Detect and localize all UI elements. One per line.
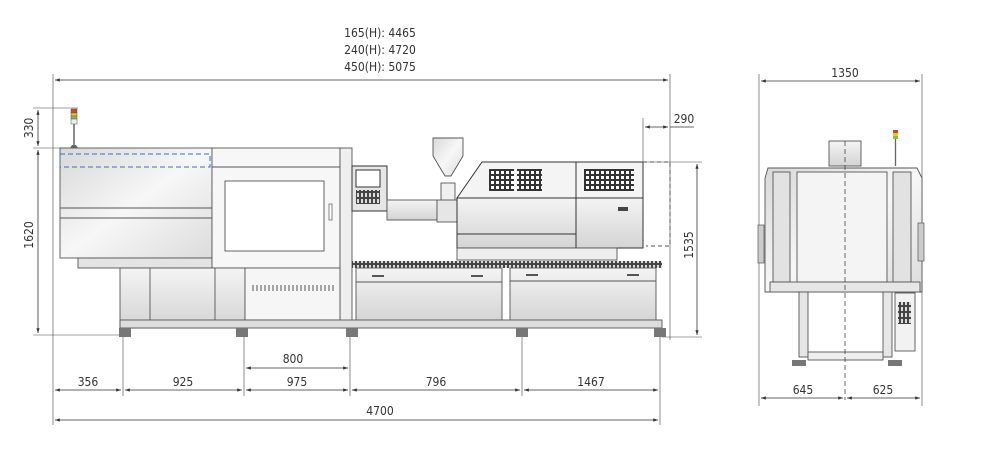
side-left-half-label: 645 xyxy=(793,383,814,397)
injection-overhang-label: 290 xyxy=(674,112,695,126)
segment-4-label: 796 xyxy=(426,375,447,389)
injection-height-label: 1535 xyxy=(682,231,696,258)
note-240h: 240(H): 4720 xyxy=(344,43,416,57)
note-165h: 165(H): 4465 xyxy=(344,26,416,40)
side-width-label: 1350 xyxy=(831,66,859,80)
beacon-height-label: 330 xyxy=(22,118,36,139)
side-right-half-label: 625 xyxy=(873,383,894,397)
side-signal-beacon-icon xyxy=(893,130,898,166)
segment-2-label: 925 xyxy=(173,375,194,389)
segment-3-label: 975 xyxy=(287,375,308,389)
note-450h: 450(H): 5075 xyxy=(344,60,416,74)
front-view-machine xyxy=(59,108,671,337)
front-dimensions: 330 1620 290 1535 800 356 925 975 796 14… xyxy=(22,74,702,425)
segment-1-label: 356 xyxy=(78,375,99,389)
machine-height-label: 1620 xyxy=(22,221,36,249)
segment-5-label: 1467 xyxy=(577,375,604,389)
nozzle-span-label: 800 xyxy=(283,352,304,366)
signal-beacon-icon xyxy=(70,108,78,148)
side-dimensions: 1350 645 625 xyxy=(758,66,923,406)
overall-length-notes: 165(H): 4465 240(H): 4720 450(H): 5075 xyxy=(344,26,416,74)
side-view-machine xyxy=(757,130,925,400)
total-length-label: 4700 xyxy=(366,404,394,418)
